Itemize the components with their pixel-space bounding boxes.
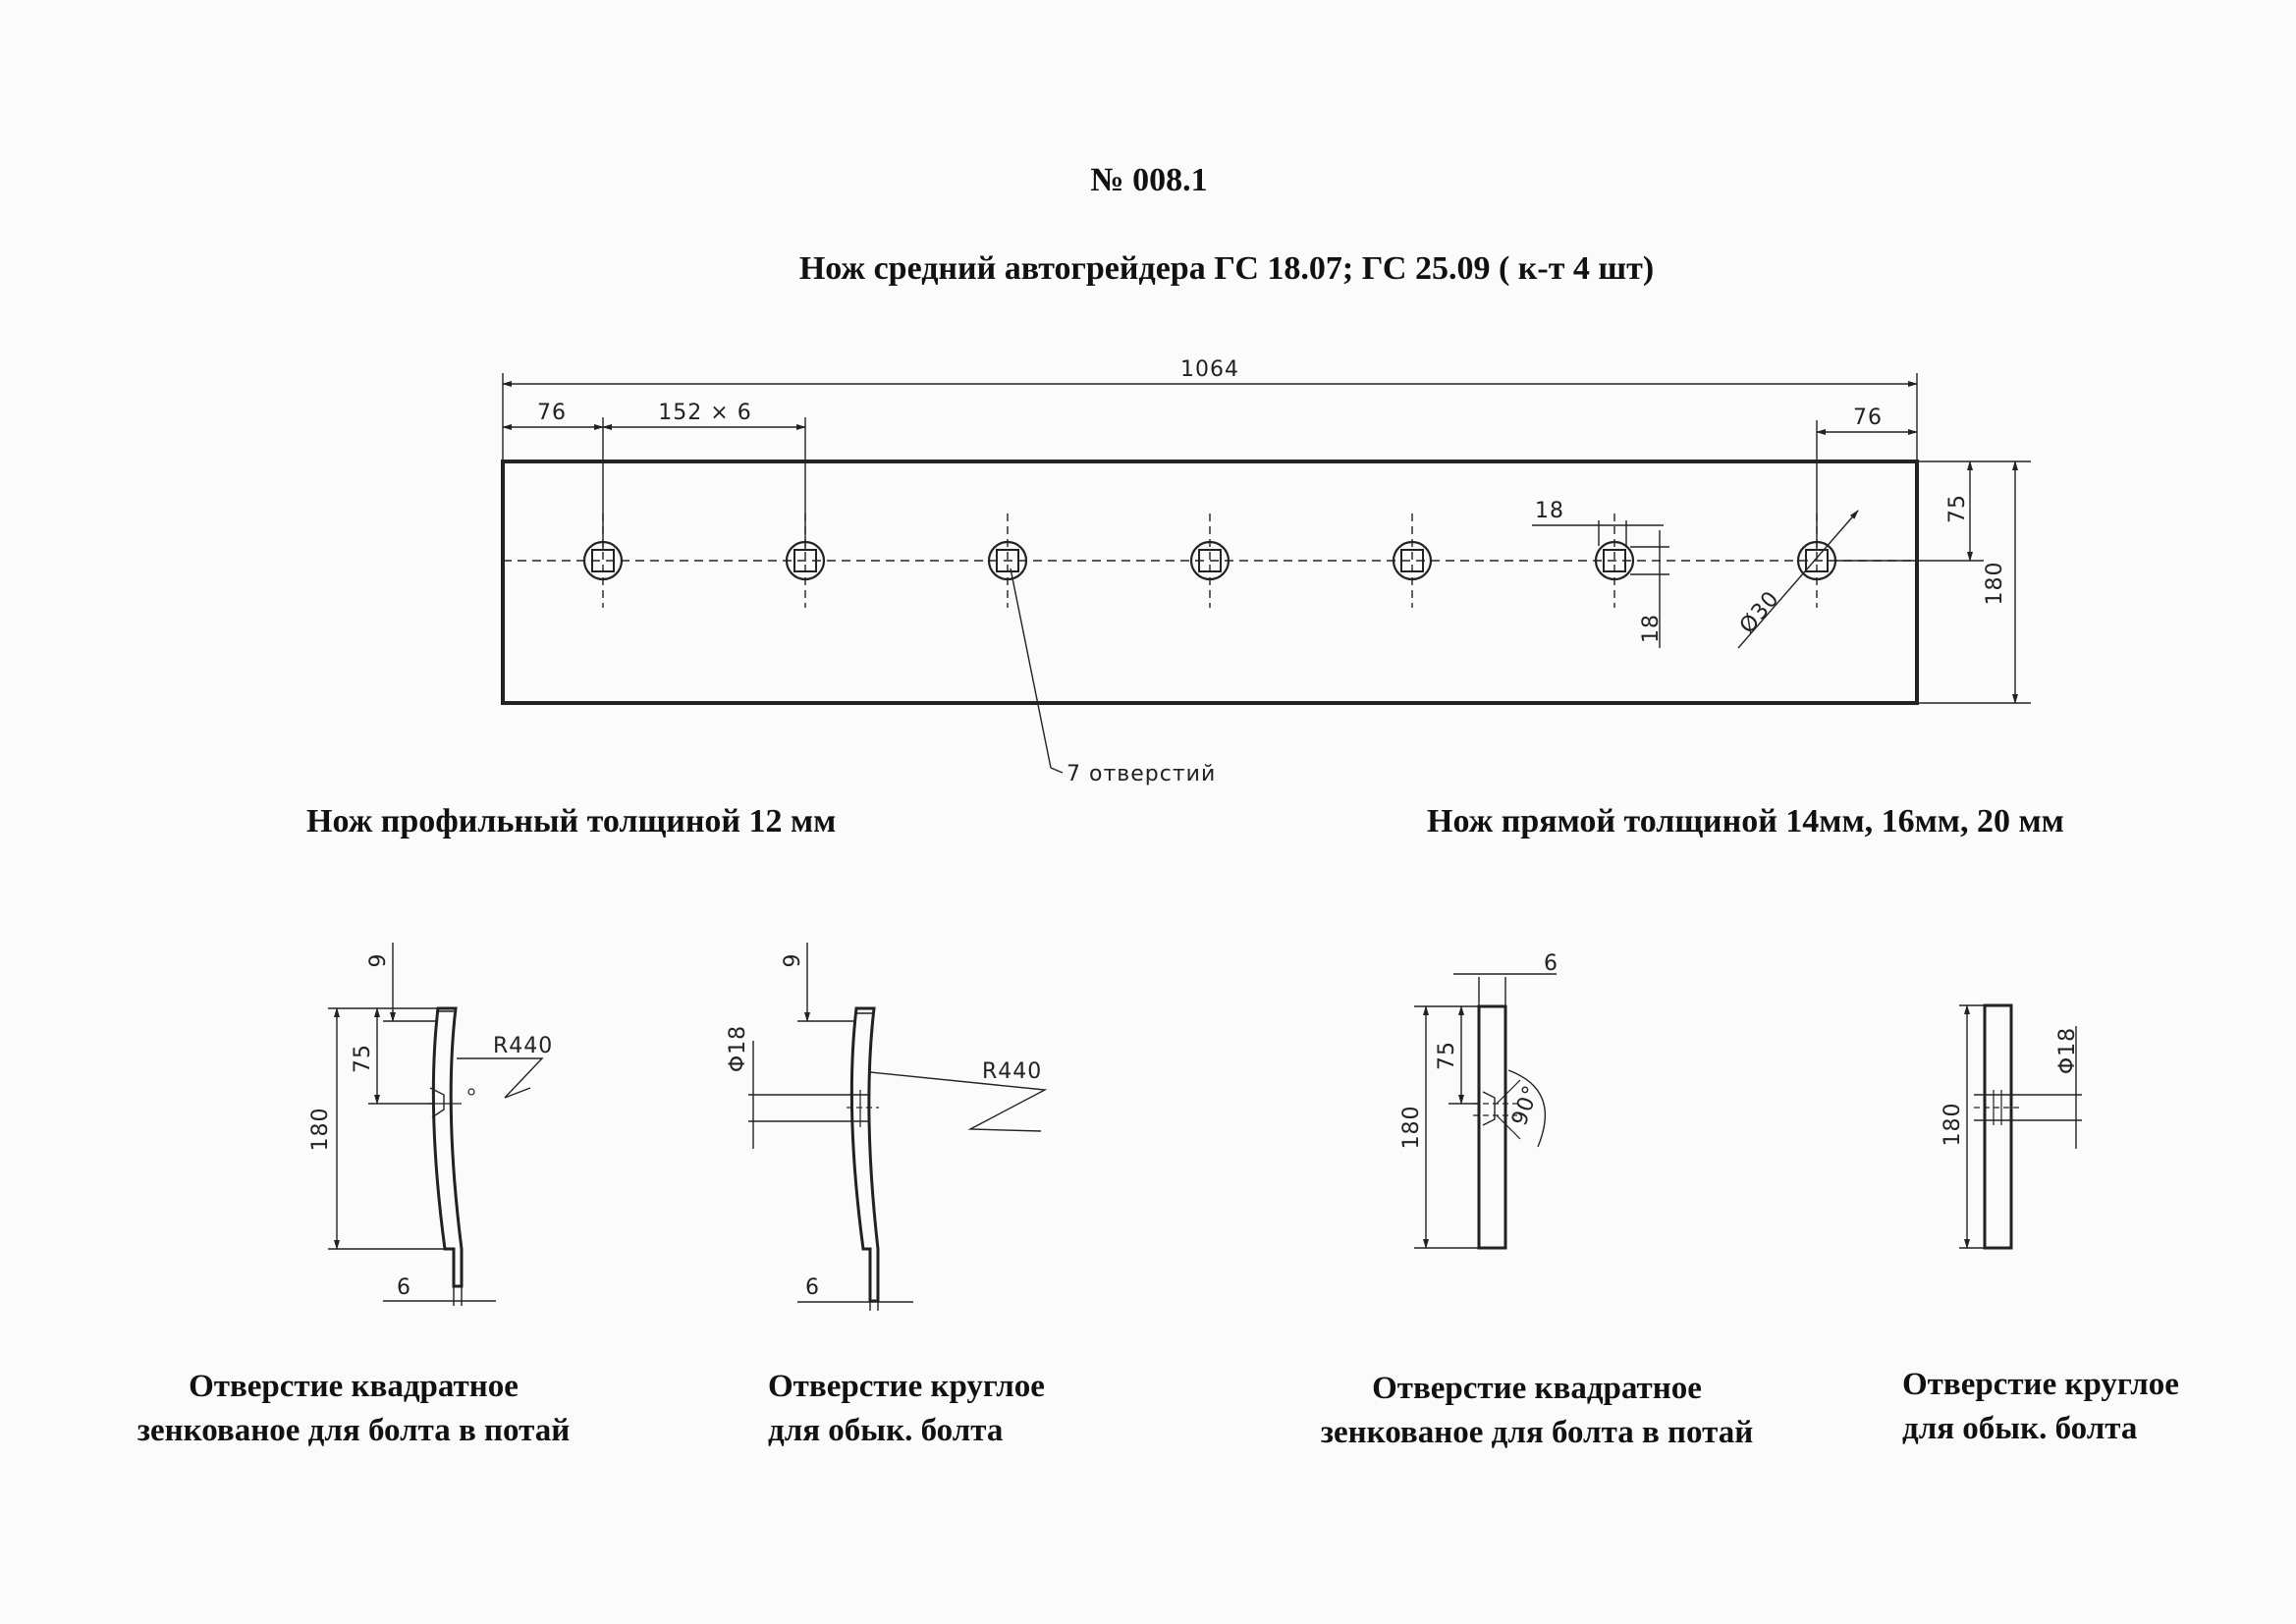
dim-square-label: 18 [1535,499,1564,523]
mounting-holes [582,514,1837,608]
straight-square-dim-75: 75 [1435,1041,1459,1070]
profile-square-dim-9: 9 [366,953,391,968]
mounting-hole [1796,514,1837,608]
straight-square-dim-6: 6 [1544,951,1558,976]
holes-note-leader [1010,568,1052,769]
hole-countersink-circle [1796,540,1837,581]
profile-square-dim-180: 180 [308,1108,333,1152]
caption-line: зенкованое для болта в потай [137,1413,571,1448]
hole-square [1805,549,1829,572]
blade-top-view [501,373,2031,774]
caption-line: для обык. болта [1902,1411,2138,1446]
straight-round-dim-hole: Φ18 [2055,1027,2080,1074]
section-title-profile: Нож профильный толщиной 12 мм [306,803,837,839]
hole-countersink-circle [1392,540,1433,581]
dim-square-v-label: 18 [1639,614,1664,643]
straight-knife-round-view [1959,1003,2082,1250]
profile-round-dim-hole: Φ18 [726,1025,750,1072]
hole-square [1603,549,1626,572]
document-title: Нож средний автогрейдера ГС 18.07; ГС 25… [798,250,1655,287]
mounting-hole [1594,514,1635,608]
document-number: № 008.1 [1090,162,1208,198]
mounting-hole [1392,514,1433,608]
straight-knife-square-view [1414,973,1557,1250]
straight-round-dim-180: 180 [1941,1103,1965,1147]
profile-square-dim-6: 6 [397,1275,411,1300]
caption-straight-round: Отверстие круглое для обык. болта [1902,1363,2256,1451]
mounting-hole [987,514,1028,608]
profile-square-dim-75: 75 [351,1044,375,1073]
straight-square-dim-180: 180 [1399,1106,1424,1150]
blade-outline [501,460,1919,705]
caption-profile-round: Отверстие круглое для обык. болта [768,1365,1121,1453]
mounting-hole [1189,514,1230,608]
caption-line: для обык. болта [768,1413,1004,1448]
holes-note-label: 7 отверстий [1066,762,1216,786]
dim-pitch-label: 152 × 6 [658,401,751,425]
profile-round-dim-9: 9 [781,953,805,968]
caption-line: Отверстие круглое [1902,1367,2179,1402]
mounting-hole [785,514,826,608]
hole-square [1198,549,1222,572]
dim-diameter-label: Ø30 [1735,586,1784,638]
hole-countersink-circle [785,540,826,581]
profile-knife-square-view [328,943,544,1306]
caption-profile-square: Отверстие квадратное зенкованое для болт… [88,1365,619,1453]
dim-height-label: 180 [1983,562,2007,606]
hole-countersink-circle [1189,540,1230,581]
hole-square [793,549,817,572]
hole-square [591,549,615,572]
straight-knife-outline [1477,1004,1507,1250]
dim-total-label: 1064 [1180,357,1239,382]
profile-square-dim-radius: R440 [493,1034,553,1058]
dim-line-diameter [1737,510,1859,649]
section-title-straight: Нож прямой толщиной 14мм, 16мм, 20 мм [1427,803,2064,839]
hole-square [1400,549,1424,572]
profile-knife-outline [431,1006,464,1288]
caption-line: зенкованое для болта в потай [1320,1415,1754,1450]
dim-center-height-label: 75 [1945,494,1970,523]
caption-line: Отверстие квадратное [189,1369,519,1404]
straight-square-dim-angle: 90° [1507,1082,1545,1129]
caption-line: Отверстие круглое [768,1369,1045,1404]
hole-square [996,549,1019,572]
hole-countersink-circle [987,540,1028,581]
dim-right-edge-label: 76 [1853,406,1883,430]
dim-left-edge-label: 76 [537,401,567,425]
caption-line: Отверстие квадратное [1372,1371,1702,1406]
profile-round-dim-radius: R440 [982,1059,1042,1084]
hole-countersink-circle [582,540,624,581]
mounting-hole [582,514,624,608]
hole-countersink-circle [1594,540,1635,581]
profile-round-dim-6: 6 [805,1275,820,1300]
straight-knife-outline [1983,1003,2013,1250]
caption-straight-square: Отверстие квадратное зенкованое для болт… [1272,1367,1802,1455]
profile-knife-outline [849,1006,880,1303]
profile-knife-round-view [748,943,1048,1311]
